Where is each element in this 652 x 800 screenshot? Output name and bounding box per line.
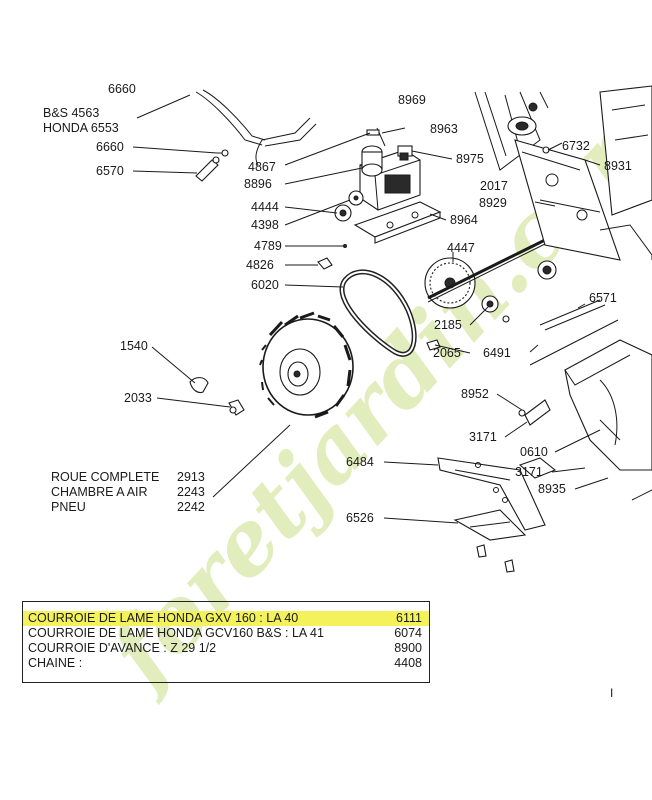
table-row-highlighted: COURROIE DE LAME HONDA GXV 160 : LA 40 6… bbox=[23, 611, 429, 626]
label-3171-lower: 3171 bbox=[515, 465, 543, 479]
lever-6570-drawing bbox=[195, 156, 220, 182]
label-roue-complete: ROUE COMPLETE bbox=[51, 470, 159, 484]
table-row: COURROIE DE LAME HONDA GCV160 B&S : LA 4… bbox=[23, 626, 429, 641]
table-row: CHAINE : 4408 bbox=[23, 656, 429, 671]
table-cell-reference: 8900 bbox=[394, 641, 422, 655]
label-8929: 8929 bbox=[479, 196, 507, 210]
plate-6526-drawing bbox=[453, 509, 527, 573]
label-6570: 6570 bbox=[96, 164, 124, 178]
label-honda-6553: HONDA 6553 bbox=[43, 121, 119, 135]
label-3171-upper: 3171 bbox=[469, 430, 497, 444]
clip-2033-drawing bbox=[228, 399, 245, 416]
label-pneu: PNEU bbox=[51, 500, 86, 514]
label-4789: 4789 bbox=[254, 239, 282, 253]
label-roue-ref: 2913 bbox=[177, 470, 205, 484]
label-6660: 6660 bbox=[96, 140, 124, 154]
label-2065: 2065 bbox=[433, 346, 461, 360]
rear-shield-drawing bbox=[529, 299, 652, 501]
label-8964: 8964 bbox=[450, 213, 478, 227]
gearbox-drawing bbox=[359, 127, 421, 211]
plate-drawing bbox=[353, 201, 442, 244]
sprocket-shaft-drawing bbox=[424, 238, 557, 351]
label-2185: 2185 bbox=[434, 318, 462, 332]
table-cell-description: COURROIE DE LAME HONDA GXV 160 : LA 40 bbox=[28, 611, 299, 625]
label-pneu-ref: 2242 bbox=[177, 500, 205, 514]
label-8935: 8935 bbox=[538, 482, 566, 496]
table-cell-reference: 4408 bbox=[394, 656, 422, 670]
label-0610: 0610 bbox=[520, 445, 548, 459]
label-chambre-ref: 2243 bbox=[177, 485, 205, 499]
label-2033: 2033 bbox=[124, 391, 152, 405]
table-cell-description: COURROIE D'AVANCE : Z 29 1/2 bbox=[28, 641, 217, 655]
label-6732: 6732 bbox=[562, 139, 590, 153]
pin-drawing bbox=[317, 244, 347, 270]
bracket-8952-drawing bbox=[518, 399, 551, 426]
label-6571: 6571 bbox=[589, 291, 617, 305]
label-6020: 6020 bbox=[251, 278, 279, 292]
label-8952: 8952 bbox=[461, 387, 489, 401]
knob-1540-drawing bbox=[189, 377, 209, 394]
table-row: COURROIE D'AVANCE : Z 29 1/2 8900 bbox=[23, 641, 429, 656]
label-6526: 6526 bbox=[346, 511, 374, 525]
label-8963: 8963 bbox=[430, 122, 458, 136]
label-6491: 6491 bbox=[483, 346, 511, 360]
table-cell-reference: 6074 bbox=[394, 626, 422, 640]
pulley-drawing bbox=[334, 190, 364, 222]
label-8969: 8969 bbox=[398, 93, 426, 107]
table-cell-reference: 6111 bbox=[396, 611, 422, 625]
label-4398: 4398 bbox=[251, 218, 279, 232]
label-2017: 2017 bbox=[480, 179, 508, 193]
bolt-6660-drawing bbox=[217, 149, 229, 157]
label-1540: 1540 bbox=[120, 339, 148, 353]
wheel-drawing bbox=[259, 311, 354, 419]
label-bs-4563: B&S 4563 bbox=[43, 106, 99, 120]
label-4444: 4444 bbox=[251, 200, 279, 214]
page-mark: I bbox=[610, 686, 614, 700]
handlebar-drawing bbox=[195, 89, 317, 166]
label-6660-top: 6660 bbox=[108, 82, 136, 96]
label-4826: 4826 bbox=[246, 258, 274, 272]
label-4867: 4867 bbox=[248, 160, 276, 174]
leader-lines bbox=[132, 94, 609, 524]
label-chambre-a-air: CHAMBRE A AIR bbox=[51, 485, 148, 499]
table-cell-description: CHAINE : bbox=[28, 656, 83, 670]
skid-drawing bbox=[437, 457, 557, 531]
part-number-labels: 6660 B&S 4563 HONDA 6553 6660 6570 8969 … bbox=[43, 82, 632, 525]
label-8931: 8931 bbox=[604, 159, 632, 173]
label-6484: 6484 bbox=[346, 455, 374, 469]
belt-reference-table: COURROIE DE LAME HONDA GXV 160 : LA 40 6… bbox=[22, 601, 430, 683]
label-8896: 8896 bbox=[244, 177, 272, 191]
belt-drawing bbox=[339, 269, 417, 357]
label-8975: 8975 bbox=[456, 152, 484, 166]
table-cell-description: COURROIE DE LAME HONDA GCV160 B&S : LA 4… bbox=[28, 626, 324, 640]
frame-drawing bbox=[474, 85, 652, 261]
label-4447: 4447 bbox=[447, 241, 475, 255]
